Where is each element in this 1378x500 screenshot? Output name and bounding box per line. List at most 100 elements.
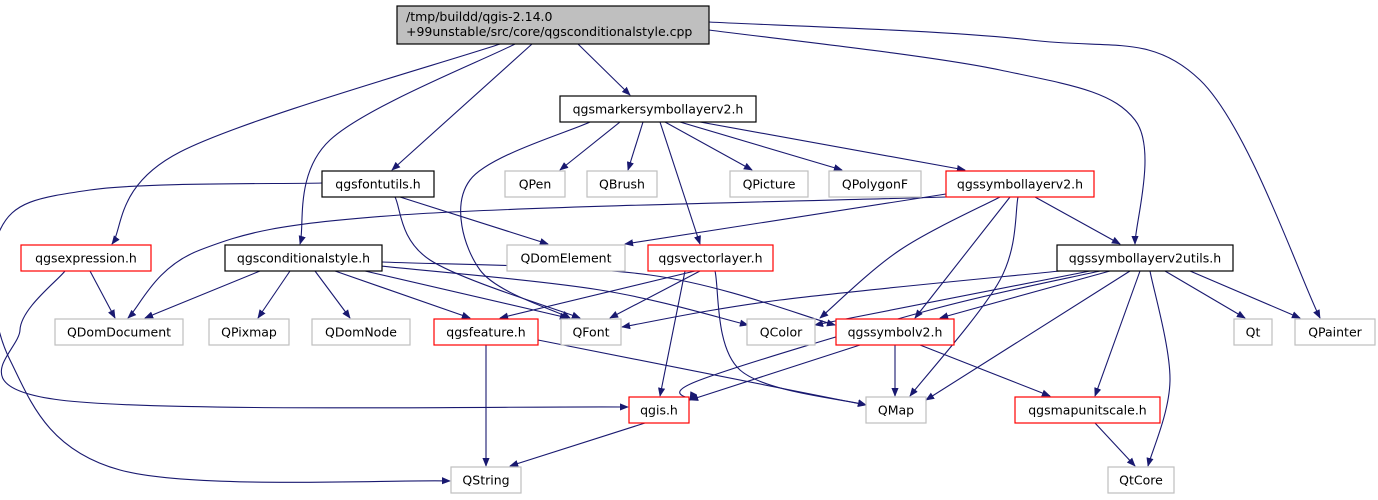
- node-box: [647, 244, 774, 272]
- node-label: QPainter: [1308, 325, 1362, 340]
- node-box: [224, 244, 383, 272]
- node-box: [729, 170, 809, 198]
- node-box: [20, 244, 152, 272]
- node-QColor[interactable]: QColor: [746, 318, 816, 346]
- node-box: [450, 466, 522, 494]
- edge-qgsfontutils-to-QDomElement: [399, 196, 549, 245]
- node-box: [208, 318, 290, 346]
- node-label: QDomDocument: [67, 325, 171, 340]
- node-QString[interactable]: QString: [450, 466, 522, 494]
- node-box: [865, 396, 927, 424]
- edge-qgssymbollayerv2utils-to-QtCore: [1146, 270, 1171, 467]
- node-box: [586, 170, 658, 198]
- node-box: [321, 170, 435, 198]
- node-qgsfeature[interactable]: qgsfeature.h: [433, 318, 539, 346]
- node-box: [945, 170, 1095, 198]
- node-box: [1294, 318, 1376, 346]
- node-QPainter[interactable]: QPainter: [1294, 318, 1376, 346]
- node-label: qgis.h: [640, 403, 678, 418]
- node-box: [504, 170, 566, 198]
- edge-qgssymbollayerv2-to-QMap: [909, 196, 1019, 397]
- node-label: QFont: [572, 325, 609, 340]
- node-box: [396, 5, 710, 45]
- node-label: QPicture: [743, 177, 796, 192]
- node-QPen[interactable]: QPen: [504, 170, 566, 198]
- edge-qgssymbollayerv2utils-to-Qt: [1164, 270, 1246, 319]
- edge-root-to-QPainter: [708, 21, 1321, 319]
- node-box: [433, 318, 539, 346]
- edge-qgssymbollayerv2utils-to-QColor: [814, 270, 1091, 327]
- node-label: /tmp/buildd/qgis-2.14.0+99unstable/src/c…: [406, 9, 692, 39]
- node-box: [1233, 318, 1273, 346]
- node-qgssymbolv2[interactable]: qgssymbolv2.h: [835, 318, 955, 346]
- node-label: QPolygonF: [842, 177, 908, 192]
- edge-root-to-qgssymbollayerv2utils: [708, 29, 1146, 245]
- node-label: qgsvectorlayer.h: [658, 251, 762, 266]
- node-qgsmarkersymbollayerv2[interactable]: qgsmarkersymbollayerv2.h: [559, 95, 757, 123]
- node-label: Qt: [1246, 325, 1261, 340]
- edge-qgssymbollayerv2utils-to-QMap: [925, 270, 1131, 401]
- node-qgssymbollayerv2[interactable]: qgssymbollayerv2.h: [945, 170, 1095, 198]
- node-label: qgsmapunitscale.h: [1028, 403, 1146, 418]
- edge-qgsmarkersymbollayerv2-to-QBrush: [626, 121, 644, 171]
- node-box: [560, 318, 622, 346]
- edge-qgsmarkersymbollayerv2-to-QFont: [460, 121, 591, 319]
- edge-root-to-qgsexpression: [111, 43, 501, 245]
- node-QMap[interactable]: QMap: [865, 396, 927, 424]
- edge-qgssymbollayerv2-to-QColor: [819, 196, 1001, 319]
- node-QtCore[interactable]: QtCore: [1107, 466, 1175, 494]
- node-qgis[interactable]: qgis.h: [628, 396, 690, 424]
- node-label: qgsfeature.h: [446, 325, 525, 340]
- edge-root-to-qgsconditionalstyle: [298, 43, 516, 245]
- node-QBrush[interactable]: QBrush: [586, 170, 658, 198]
- node-qgsexpression[interactable]: qgsexpression.h: [20, 244, 152, 272]
- node-QPicture[interactable]: QPicture: [729, 170, 809, 198]
- dependency-nodes: /tmp/buildd/qgis-2.14.0+99unstable/src/c…: [20, 5, 1376, 494]
- node-box: [746, 318, 816, 346]
- node-label: QPixmap: [221, 325, 277, 340]
- edge-qgsmarkersymbollayerv2-to-QPen: [559, 121, 621, 171]
- node-QPixmap[interactable]: QPixmap: [208, 318, 290, 346]
- node-label: qgsmarkersymbollayerv2.h: [573, 102, 744, 117]
- node-label: qgsfontutils.h: [335, 177, 420, 192]
- edge-qgssymbollayerv2-to-qgssymbolv2: [914, 196, 1011, 319]
- node-qgsfontutils[interactable]: qgsfontutils.h: [321, 170, 435, 198]
- node-label: qgssymbollayerv2utils.h: [1069, 251, 1221, 266]
- edge-qgssymbollayerv2utils-to-qgssymbolv2: [939, 270, 1111, 320]
- node-label: qgssymbolv2.h: [848, 325, 943, 340]
- edge-qgsvectorlayer-to-QFont: [609, 270, 701, 319]
- node-box: [835, 318, 955, 346]
- edge-qgssymbollayerv2-to-QDomElement: [624, 193, 947, 247]
- node-label: QBrush: [599, 177, 645, 192]
- edge-qgsvectorlayer-to-qgis: [658, 270, 686, 397]
- node-label: qgssymbollayerv2.h: [957, 177, 1083, 192]
- node-box: [628, 396, 690, 424]
- node-QDomDocument[interactable]: QDomDocument: [54, 318, 184, 346]
- edge-root-to-qgsfontutils: [391, 43, 533, 171]
- edge-qgsexpression-to-QDomDocument: [89, 270, 116, 319]
- node-QPolygonF[interactable]: QPolygonF: [828, 170, 922, 198]
- node-label: QPen: [519, 177, 552, 192]
- edge-qgsmapunitscale-to-QtCore: [1094, 422, 1136, 467]
- edge-qgssymbollayerv2utils-to-QFont: [621, 270, 1061, 330]
- edge-qgsconditionalstyle-to-qgssymbolv2: [381, 261, 836, 327]
- node-QDomNode[interactable]: QDomNode: [311, 318, 411, 346]
- edge-qgsexpression-to-qgis: [0, 270, 629, 411]
- node-box: [1014, 396, 1161, 424]
- node-qgssymbollayerv2utils[interactable]: qgssymbollayerv2utils.h: [1056, 244, 1234, 272]
- node-box: [1107, 466, 1175, 494]
- node-Qt[interactable]: Qt: [1233, 318, 1273, 346]
- node-box: [559, 95, 757, 123]
- node-box: [828, 170, 922, 198]
- node-qgsvectorlayer[interactable]: qgsvectorlayer.h: [647, 244, 774, 272]
- node-qgsmapunitscale[interactable]: qgsmapunitscale.h: [1014, 396, 1161, 424]
- node-box: [1056, 244, 1234, 272]
- edge-qgsfeature-to-QMap: [537, 339, 867, 407]
- edge-qgsmarkersymbollayerv2-to-QPicture: [664, 121, 753, 171]
- node-QFont[interactable]: QFont: [560, 318, 622, 346]
- edge-qgsconditionalstyle-to-QDomDocument: [144, 270, 261, 319]
- node-label: qgsconditionalstyle.h: [237, 251, 370, 266]
- node-qgsconditionalstyle[interactable]: qgsconditionalstyle.h: [224, 244, 383, 272]
- node-QDomElement[interactable]: QDomElement: [506, 244, 626, 272]
- node-label: QDomNode: [325, 325, 397, 340]
